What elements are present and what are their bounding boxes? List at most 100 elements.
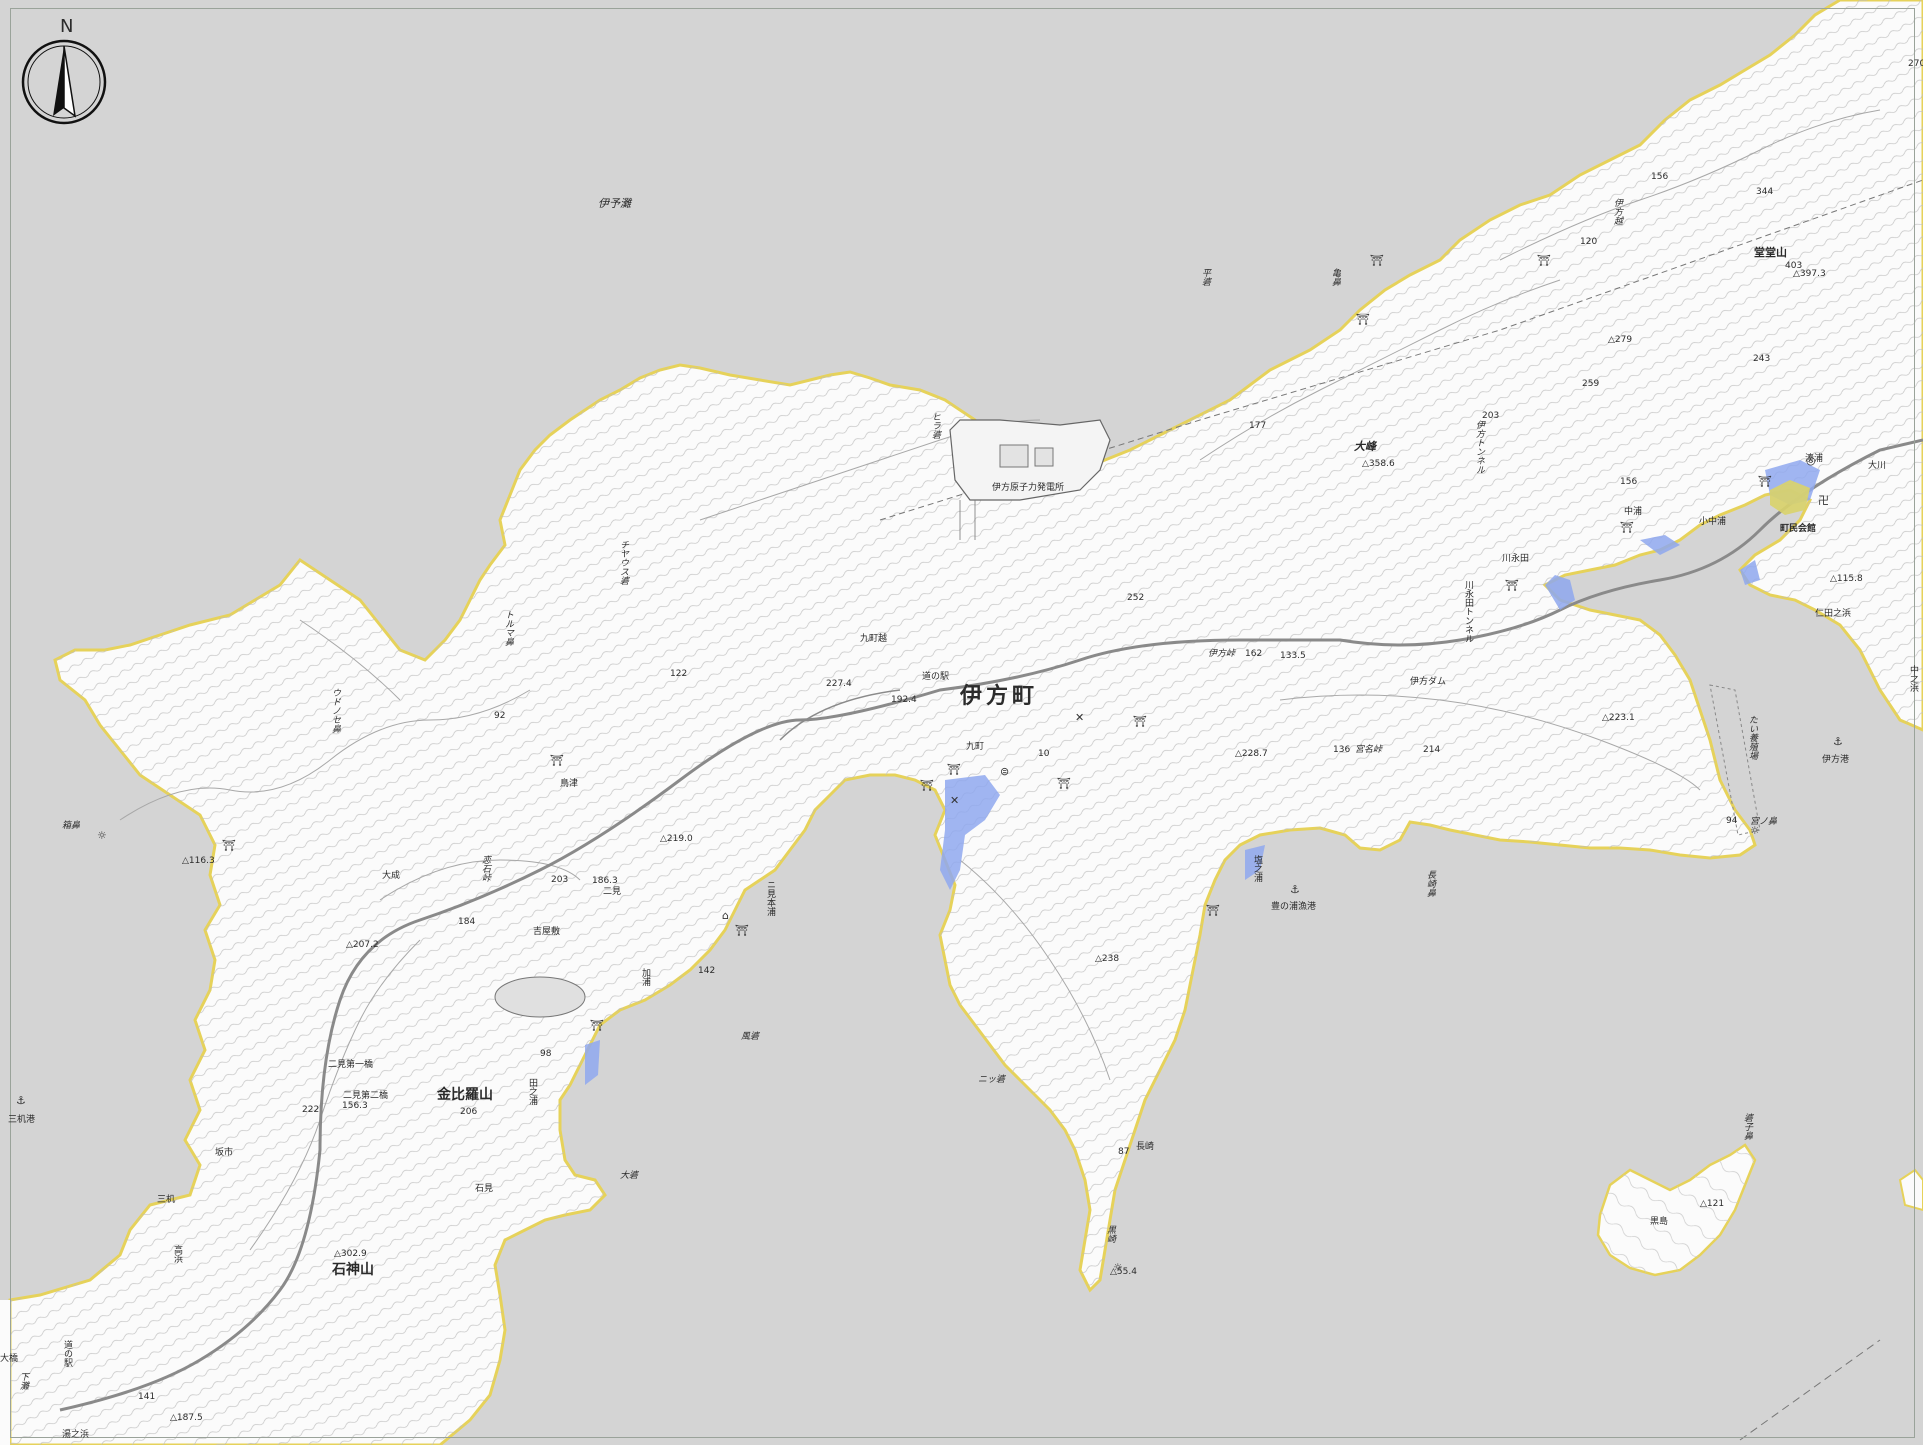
label-nakanohama: 中之浜	[1908, 665, 1918, 692]
label-yuminoura: 湊浦	[1805, 454, 1824, 464]
label-mitsuku-port: 三机港	[8, 1115, 36, 1125]
shrine-icon: ⛩	[1356, 313, 1370, 326]
label-toyonoura-port: 豊の浦漁港	[1271, 902, 1317, 912]
lighthouse-icon: ☼	[97, 829, 107, 842]
label-futagobana: ニッ碆	[978, 1075, 1006, 1085]
label-town-hall: 町民会館	[1780, 524, 1817, 534]
elevation-point: 192.4	[891, 695, 917, 705]
museum-icon: ⌂	[722, 909, 729, 922]
elevation-point: △228.7	[1235, 749, 1268, 759]
elevation-point: △116.3	[182, 856, 215, 866]
elevation-point: 162	[1245, 649, 1263, 659]
label-ikatagoe: 伊方越	[1612, 198, 1622, 225]
north-label: N	[60, 16, 74, 37]
elevation-point: 184	[458, 917, 476, 927]
elevation-point: 156.3	[342, 1101, 368, 1111]
label-michinoeki-2: 道の駅	[62, 1340, 72, 1367]
elevation-point: 270	[1908, 59, 1923, 69]
label-nikobana: ニ見本浦	[765, 880, 775, 916]
elevation-point: 227.4	[826, 679, 852, 689]
elevation-point: 203	[551, 875, 569, 885]
shrine-icon: ⛩	[222, 839, 236, 852]
label-kamebana: 亀鼻	[1330, 268, 1340, 286]
label-tanoura: 田之浦	[527, 1078, 537, 1105]
elevation-point: 344	[1756, 187, 1774, 197]
shrine-icon: ⛩	[1537, 254, 1551, 267]
town-name-ikata: 伊方町	[960, 684, 1039, 709]
elevation-point: △187.5	[170, 1413, 203, 1423]
anchor-icon: ⚓	[1833, 735, 1843, 748]
label-nagasakibana: 長崎鼻	[1425, 870, 1435, 897]
label-power-plant: 伊方原子力発電所	[992, 483, 1065, 493]
compass-icon	[21, 39, 107, 125]
label-konpirasan: 金比羅山	[437, 1087, 493, 1103]
elevation-point: 136	[1333, 745, 1351, 755]
elevation-point: △115.8	[1830, 574, 1863, 584]
police-icon: ✕	[950, 794, 960, 807]
elevation-point: 156	[1651, 172, 1669, 182]
elevation-point: △302.9	[334, 1249, 367, 1259]
elevation-point: △207.2	[346, 940, 379, 950]
label-ookawa: 大川	[1868, 461, 1887, 471]
label-iyonada: 伊予灘	[598, 197, 631, 210]
elevation-point: 259	[1582, 379, 1600, 389]
elevation-point: △397.3	[1793, 269, 1826, 279]
label-ikata-port: 伊方港	[1822, 755, 1850, 765]
label-nakaura: 中浦	[1624, 507, 1643, 517]
shrine-icon: ⛩	[1758, 475, 1772, 488]
shrine-icon: ⛩	[1133, 715, 1147, 728]
elevation-point: △223.1	[1602, 713, 1635, 723]
elevation-point: 156	[1620, 477, 1638, 487]
label-tenjin: 下灘	[18, 1372, 28, 1390]
shrine-icon: ⛩	[920, 779, 934, 792]
town-hall-icon: ◎	[1806, 454, 1816, 467]
shrine-icon: ⛩	[1057, 777, 1071, 790]
elevation-point: 141	[138, 1392, 156, 1402]
label-futami-bridge-1: 二見第一橋	[328, 1060, 374, 1070]
label-hiraba: ヒラ碆	[930, 412, 940, 439]
label-yunohama: 湯之浜	[62, 1430, 90, 1440]
elevation-point: 203	[1482, 411, 1500, 421]
elevation-point: 252	[1127, 593, 1145, 603]
label-sonobana: 宮名峠	[1355, 745, 1383, 755]
label-oonari: 大成	[382, 871, 401, 881]
elevation-point: 87	[1118, 1147, 1130, 1157]
label-oonoura: 鳥津	[560, 779, 579, 789]
elevation-point: 403	[1785, 261, 1803, 271]
temple-icon: 卍	[1818, 494, 1829, 507]
elevation-point: 243	[1753, 354, 1771, 364]
shrine-icon: ⛩	[735, 924, 749, 937]
label-yunoura: 塩之浦	[1252, 855, 1262, 882]
label-mushi: 黒崎	[1105, 1225, 1115, 1243]
school-icon: ⛩	[947, 763, 961, 776]
label-oomine: 大峰	[1354, 440, 1376, 453]
elevation-point: 186.3	[592, 876, 618, 886]
label-koishibana: 恋石峠	[480, 855, 490, 882]
shrine-icon: ⛩	[1206, 904, 1220, 917]
shrine-icon: ⛩	[1370, 254, 1384, 267]
label-aquaculture: たい養殖場	[1747, 715, 1757, 760]
label-nagasaki: 長崎	[1136, 1142, 1155, 1152]
label-mitsuku: 三机	[157, 1195, 176, 1205]
label-torumabana: トルマ鼻	[503, 610, 513, 646]
label-umi-bana: 平碆	[1200, 268, 1210, 286]
label-kawanagata: 川永田	[1502, 554, 1530, 564]
label-kaura: 加浦	[640, 968, 650, 986]
anchor-icon: ⚓	[16, 1094, 26, 1107]
national-route-197	[59, 438, 1923, 1412]
elevation-point: △219.0	[660, 834, 693, 844]
elevation-point: △238	[1095, 954, 1120, 964]
label-ikata-dam: 伊方ダム	[1410, 677, 1447, 687]
elevation-point: 122	[670, 669, 688, 679]
kamegaike-pond	[494, 976, 586, 1018]
label-takahama: 高浜	[172, 1245, 182, 1263]
elevation-point: 120	[1580, 237, 1598, 247]
town-center-highlight	[1770, 480, 1810, 515]
elevation-point: △279	[1608, 335, 1633, 345]
elevation-point: 177	[1249, 421, 1267, 431]
label-kawanagata-tunnel: 川永田トンネル	[1463, 580, 1473, 643]
elevation-point: 92	[494, 711, 506, 721]
label-futami: 二見	[603, 887, 622, 897]
